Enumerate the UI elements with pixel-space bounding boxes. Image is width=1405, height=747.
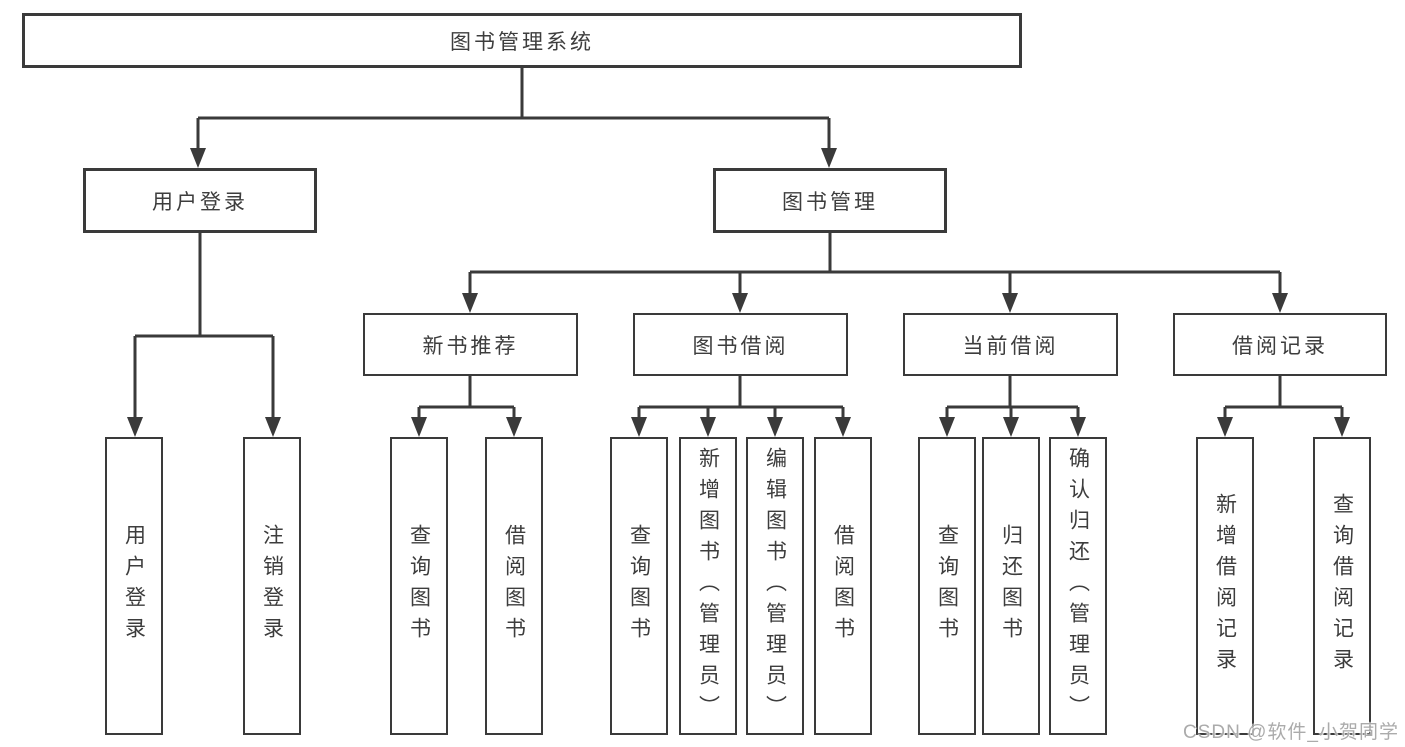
csdn-watermark: CSDN @软件_小贺同学 [1183, 722, 1399, 743]
node-new-book-recommend: 新书推荐 [363, 313, 578, 376]
leaf-user-login: 用户登录 [105, 437, 163, 735]
node-label: 新书推荐 [422, 334, 519, 358]
node-borrow-records: 借阅记录 [1173, 313, 1387, 376]
leaf-label: 确认归还（管理员） [1066, 446, 1090, 726]
leaf-label: 借阅图书 [831, 524, 855, 648]
arrowheads [127, 148, 1350, 437]
node-current-borrowing: 当前借阅 [903, 313, 1118, 376]
leaf-label: 编辑图书（管理员） [763, 446, 787, 726]
leaf-label: 查询借阅记录 [1330, 493, 1354, 679]
leaf-query-borrow-record: 查询借阅记录 [1313, 437, 1371, 735]
leaf-label: 查询图书 [407, 524, 431, 648]
leaf-add-books-admin: 新增图书（管理员） [679, 437, 737, 735]
leaf-add-borrow-record: 新增借阅记录 [1196, 437, 1254, 735]
leaf-label: 注销登录 [260, 524, 284, 648]
node-library-management-system: 图书管理系统 [22, 13, 1022, 68]
leaf-label: 借阅图书 [502, 524, 526, 648]
node-label: 用户登录 [152, 190, 248, 214]
leaf-return-books: 归还图书 [982, 437, 1040, 735]
node-user-login: 用户登录 [83, 168, 317, 233]
leaf-borrow-books: 借阅图书 [814, 437, 872, 735]
node-label: 当前借阅 [962, 334, 1059, 358]
leaf-label: 用户登录 [122, 524, 146, 648]
node-label: 图书借阅 [692, 334, 789, 358]
node-label: 图书管理系统 [450, 30, 594, 54]
node-label: 图书管理 [782, 190, 878, 214]
leaf-confirm-return-admin: 确认归还（管理员） [1049, 437, 1107, 735]
leaf-label: 新增借阅记录 [1213, 493, 1237, 679]
leaf-label: 新增图书（管理员） [696, 446, 720, 726]
leaf-query-books-recommend: 查询图书 [390, 437, 448, 735]
leaf-query-books-current: 查询图书 [918, 437, 976, 735]
leaf-logout: 注销登录 [243, 437, 301, 735]
node-book-borrowing: 图书借阅 [633, 313, 848, 376]
leaf-edit-books-admin: 编辑图书（管理员） [746, 437, 804, 735]
leaf-borrow-books-recommend: 借阅图书 [485, 437, 543, 735]
leaf-label: 归还图书 [999, 524, 1023, 648]
leaf-label: 查询图书 [935, 524, 959, 648]
node-label: 借阅记录 [1232, 334, 1328, 358]
node-book-management: 图书管理 [713, 168, 947, 233]
leaf-query-books-borrowing: 查询图书 [610, 437, 668, 735]
leaf-label: 查询图书 [627, 524, 651, 648]
